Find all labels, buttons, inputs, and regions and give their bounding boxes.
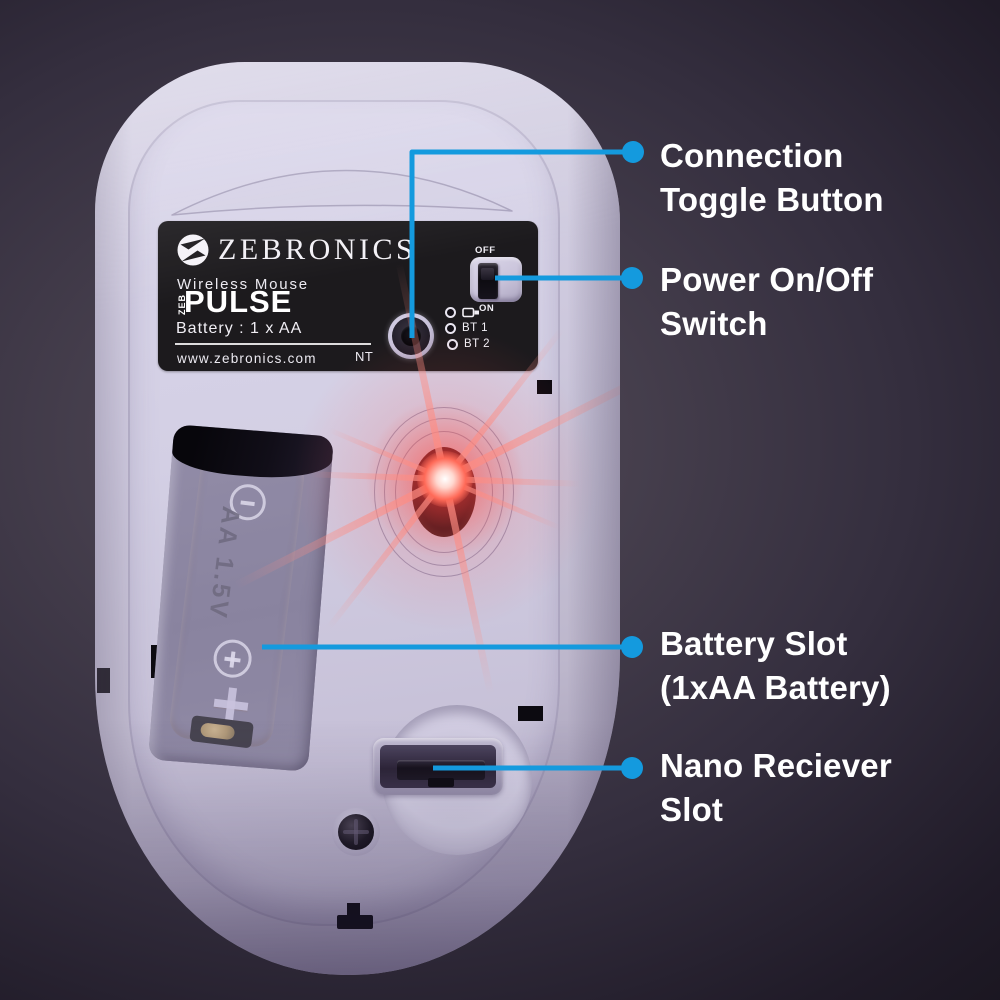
callout-dot-nano-receiver [621, 757, 643, 779]
callout-dot-connection-toggle [622, 141, 644, 163]
switch-off-text: OFF [475, 245, 496, 256]
website-text: www.zebronics.com [177, 351, 317, 366]
screw-recess [332, 808, 380, 856]
bt1-label: BT 1 [462, 322, 489, 334]
annotation-text: Toggle Button [660, 181, 884, 218]
annotation-text: Switch [660, 305, 768, 342]
indicator-bt2: BT 2 [447, 338, 490, 350]
led-dot [445, 322, 456, 334]
annotation-text: Power On/Off [660, 261, 874, 298]
edge-notch [537, 380, 552, 394]
power-switch [470, 257, 522, 302]
annotation-text: Connection [660, 137, 844, 174]
mouse-bottom-view: ZEBRONICS Wireless Mouse ZEB PULSE Batte… [95, 62, 620, 975]
battery-spec-text: Battery : 1 x AA [176, 320, 303, 337]
sensor-aperture [412, 447, 476, 537]
annotation-text: Nano Reciever [660, 747, 892, 784]
zebronics-logo-icon [177, 234, 209, 266]
series-prefix: ZEB [177, 294, 187, 315]
annotation-text: Battery Slot [660, 625, 848, 662]
callout-dot-power-switch [621, 267, 643, 289]
product-type-text: Wireless Mouse [177, 276, 309, 293]
annotation-nano-receiver: Nano Reciever Slot [660, 744, 892, 832]
nano-receiver-slot [373, 738, 503, 795]
nano-slot-opening [380, 745, 496, 788]
bt2-label: BT 2 [464, 338, 491, 350]
battery-slot: AA 1.5V [148, 424, 334, 772]
latch-slot [337, 915, 373, 929]
annotation-text: (1xAA Battery) [660, 669, 891, 706]
annotation-connection-toggle: Connection Toggle Button [660, 134, 884, 222]
annotation-power-switch: Power On/Off Switch [660, 258, 873, 346]
label-code: NT [355, 349, 374, 364]
nano-usb-receiver [397, 760, 485, 780]
device-label: ZEBRONICS Wireless Mouse ZEB PULSE Batte… [158, 221, 538, 371]
nano-receiver-tab [428, 778, 454, 787]
indicator-bt1: BT 1 [445, 322, 488, 334]
power-switch-knob [478, 263, 498, 299]
label-divider [175, 343, 371, 345]
edge-notch [97, 668, 110, 693]
usb-dongle-icon [462, 307, 479, 318]
brand-name: ZEBRONICS [218, 233, 417, 266]
annotation-text: Slot [660, 791, 724, 828]
battery-cover [148, 424, 334, 772]
edge-notch [518, 706, 543, 721]
series-title: PULSE [184, 284, 293, 319]
series-name: ZEB PULSE [174, 284, 293, 319]
led-dot [445, 307, 456, 318]
optical-sensor [374, 407, 514, 577]
screw [338, 814, 374, 850]
callout-dot-battery-slot [621, 636, 643, 658]
indicator-dongle [445, 306, 480, 319]
brand-row: ZEBRONICS [176, 233, 416, 267]
led-dot [447, 338, 458, 350]
connection-toggle-button [388, 313, 434, 359]
toggle-button-center [401, 326, 421, 346]
annotation-battery-slot: Battery Slot (1xAA Battery) [660, 622, 891, 710]
switch-on-text: ON [479, 303, 495, 314]
